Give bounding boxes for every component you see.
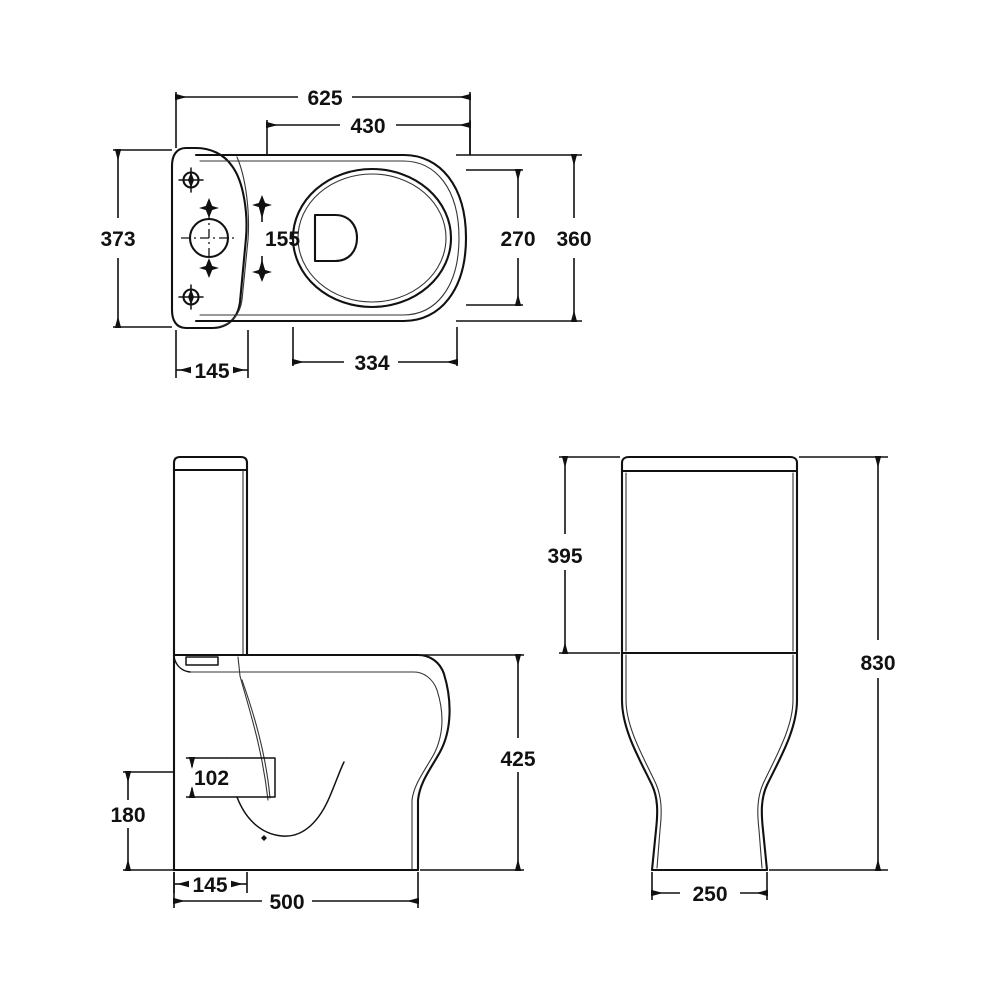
- dim-plan-155: 155: [258, 207, 300, 271]
- plan-view-group: 625 430 373 155: [100, 87, 591, 383]
- plan-pan-outline: [194, 153, 468, 323]
- dim-side-500: 500: [173, 872, 419, 914]
- dim-label-180: 180: [110, 804, 145, 827]
- plan-seat-ring: [291, 167, 453, 309]
- front-cistern-lid: [620, 455, 799, 473]
- side-drain-point-icon: [261, 835, 267, 841]
- side-pan-outline: [172, 653, 451, 872]
- plan-water-spot-d-shape: [313, 213, 359, 263]
- dim-label-625: 625: [307, 87, 342, 110]
- dim-label-145-side: 145: [192, 874, 227, 897]
- side-outlet-box: [226, 757, 276, 798]
- plan-pan-outline-offset: [199, 160, 460, 316]
- dim-plan-430: 430: [266, 115, 471, 155]
- dim-label-430: 430: [350, 115, 385, 138]
- dim-plan-625: 625: [175, 87, 471, 155]
- plan-fixing-hole-top: [178, 167, 204, 193]
- dim-front-250: 250: [651, 872, 768, 906]
- dim-side-145: 145: [173, 872, 248, 897]
- dim-label-145: 145: [194, 360, 229, 383]
- dim-plan-360: 360: [456, 154, 592, 322]
- dim-label-155: 155: [265, 228, 300, 251]
- side-cistern-body: [172, 468, 249, 657]
- dim-label-373: 373: [100, 228, 135, 251]
- front-view-group: 395 830 250: [547, 455, 896, 906]
- plan-fixing-hole-bottom: [178, 284, 204, 310]
- front-cistern-body: [620, 469, 799, 655]
- side-view-group: 425 180 102: [110, 455, 536, 914]
- plan-cistern-inner-edge: [217, 156, 250, 328]
- dim-label-334: 334: [354, 352, 389, 375]
- side-bowl-interior-2: [241, 679, 271, 799]
- dim-label-360: 360: [556, 228, 591, 251]
- dim-side-180: 180: [110, 771, 174, 871]
- dim-plan-145: 145: [175, 330, 249, 383]
- dim-label-425: 425: [500, 748, 535, 771]
- plan-flush-valve-centre: [181, 210, 237, 266]
- dim-label-250: 250: [692, 883, 727, 906]
- front-pan-body: [620, 651, 799, 872]
- dim-side-102: 102: [186, 757, 237, 798]
- dim-front-830: 830: [769, 456, 896, 871]
- dim-label-395: 395: [547, 545, 582, 568]
- side-seat-rim-line: [189, 671, 443, 871]
- side-bowl-bottom-sweep: [236, 761, 345, 837]
- side-flush-collar: [185, 656, 219, 666]
- plan-seat-ring-inner: [297, 173, 447, 303]
- dim-front-395: 395: [547, 456, 620, 654]
- dim-plan-373: 373: [100, 149, 172, 328]
- front-pan-inner-right: [757, 654, 794, 869]
- dim-label-102: 102: [194, 767, 229, 790]
- front-pan-inner-left: [625, 654, 662, 869]
- side-bowl-interior: [237, 656, 269, 801]
- dim-plan-334: 334: [292, 327, 458, 375]
- side-cistern-lid: [172, 455, 249, 472]
- dim-side-425: 425: [420, 654, 536, 871]
- dim-label-830: 830: [860, 652, 895, 675]
- dim-plan-270: 270: [466, 169, 536, 306]
- dim-label-500: 500: [269, 891, 304, 914]
- plan-centre-mark-upper: [199, 198, 219, 218]
- plan-centre-mark-lower: [199, 258, 219, 278]
- dim-label-270: 270: [500, 228, 535, 251]
